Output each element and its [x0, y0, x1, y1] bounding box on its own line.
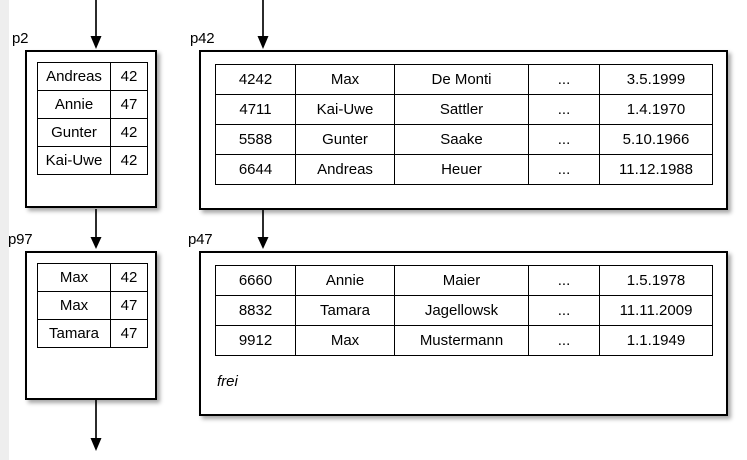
table-row: Tamara 47	[37, 319, 148, 348]
page-box-p42: 4242 Max De Monti ... 3.5.1999 4711 Kai-…	[199, 50, 728, 210]
page-label-p47: p47	[188, 231, 213, 248]
index-pointer-cell: 47	[110, 291, 148, 320]
index-key-cell: Kai-Uwe	[37, 146, 111, 175]
page-label-p42: p42	[190, 30, 215, 47]
index-pointer-cell: 47	[110, 90, 148, 119]
table-row: Annie 47	[37, 90, 148, 119]
data-firstname-cell: Gunter	[295, 124, 395, 155]
data-more-cell: ...	[528, 154, 600, 185]
page-box-p47: 6660 Annie Maier ... 1.5.1978 8832 Tamar…	[199, 251, 728, 416]
table-row: Gunter 42	[37, 118, 148, 147]
table-row: 4242 Max De Monti ... 3.5.1999	[215, 64, 713, 95]
index-key-cell: Max	[37, 263, 111, 292]
table-row: Max 42	[37, 263, 148, 292]
data-lastname-cell: Heuer	[394, 154, 529, 185]
data-lastname-cell: Mustermann	[394, 325, 529, 356]
arrow-p2-to-p97	[89, 209, 103, 250]
data-more-cell: ...	[528, 295, 600, 326]
data-birthdate-cell: 5.10.1966	[599, 124, 713, 155]
index-pointer-cell: 42	[110, 118, 148, 147]
page-label-p2: p2	[12, 30, 29, 47]
arrow-p42-to-p47	[256, 209, 270, 250]
data-birthdate-cell: 1.1.1949	[599, 325, 713, 356]
index-key-cell: Andreas	[37, 62, 111, 91]
page-box-p2: Andreas 42 Annie 47 Gunter 42 Kai-Uwe 42	[25, 50, 157, 208]
index-key-cell: Annie	[37, 90, 111, 119]
index-table-p2: Andreas 42 Annie 47 Gunter 42 Kai-Uwe 42	[37, 62, 148, 175]
data-firstname-cell: Annie	[295, 265, 395, 296]
data-birthdate-cell: 1.4.1970	[599, 94, 713, 125]
table-row: Kai-Uwe 42	[37, 146, 148, 175]
data-more-cell: ...	[528, 265, 600, 296]
index-key-cell: Max	[37, 291, 111, 320]
table-row: 5588 Gunter Saake ... 5.10.1966	[215, 124, 713, 155]
data-more-cell: ...	[528, 94, 600, 125]
table-row: Max 47	[37, 291, 148, 320]
data-firstname-cell: Tamara	[295, 295, 395, 326]
table-row: Andreas 42	[37, 62, 148, 91]
free-space-label: frei	[217, 373, 238, 390]
index-key-cell: Gunter	[37, 118, 111, 147]
index-pointer-cell: 47	[110, 319, 148, 348]
data-more-cell: ...	[528, 124, 600, 155]
data-lastname-cell: Maier	[394, 265, 529, 296]
data-table-p42: 4242 Max De Monti ... 3.5.1999 4711 Kai-…	[215, 64, 713, 185]
data-id-cell: 6644	[215, 154, 296, 185]
data-id-cell: 4242	[215, 64, 296, 95]
table-row: 8832 Tamara Jagellowsk ... 11.11.2009	[215, 295, 713, 326]
page-gutter	[0, 0, 9, 460]
data-firstname-cell: Max	[295, 325, 395, 356]
data-lastname-cell: Jagellowsk	[394, 295, 529, 326]
data-firstname-cell: Max	[295, 64, 395, 95]
index-pointer-cell: 42	[110, 263, 148, 292]
data-lastname-cell: Sattler	[394, 94, 529, 125]
data-more-cell: ...	[528, 325, 600, 356]
arrow-out-of-p97	[89, 400, 103, 452]
index-pointer-cell: 42	[110, 62, 148, 91]
data-birthdate-cell: 3.5.1999	[599, 64, 713, 95]
data-id-cell: 8832	[215, 295, 296, 326]
page-box-p97: Max 42 Max 47 Tamara 47	[25, 251, 157, 400]
data-id-cell: 9912	[215, 325, 296, 356]
table-row: 9912 Max Mustermann ... 1.1.1949	[215, 325, 713, 356]
index-table-p97: Max 42 Max 47 Tamara 47	[37, 263, 148, 348]
data-id-cell: 5588	[215, 124, 296, 155]
page-label-p97: p97	[8, 231, 33, 248]
table-row: 6660 Annie Maier ... 1.5.1978	[215, 265, 713, 296]
data-birthdate-cell: 11.12.1988	[599, 154, 713, 185]
data-more-cell: ...	[528, 64, 600, 95]
data-firstname-cell: Kai-Uwe	[295, 94, 395, 125]
data-birthdate-cell: 11.11.2009	[599, 295, 713, 326]
data-lastname-cell: Saake	[394, 124, 529, 155]
arrow-into-p42	[256, 0, 270, 50]
data-birthdate-cell: 1.5.1978	[599, 265, 713, 296]
data-lastname-cell: De Monti	[394, 64, 529, 95]
table-row: 4711 Kai-Uwe Sattler ... 1.4.1970	[215, 94, 713, 125]
index-pointer-cell: 42	[110, 146, 148, 175]
table-row: 6644 Andreas Heuer ... 11.12.1988	[215, 154, 713, 185]
arrow-into-p2	[89, 0, 103, 50]
data-firstname-cell: Andreas	[295, 154, 395, 185]
index-key-cell: Tamara	[37, 319, 111, 348]
data-id-cell: 4711	[215, 94, 296, 125]
data-id-cell: 6660	[215, 265, 296, 296]
data-table-p47: 6660 Annie Maier ... 1.5.1978 8832 Tamar…	[215, 265, 713, 356]
